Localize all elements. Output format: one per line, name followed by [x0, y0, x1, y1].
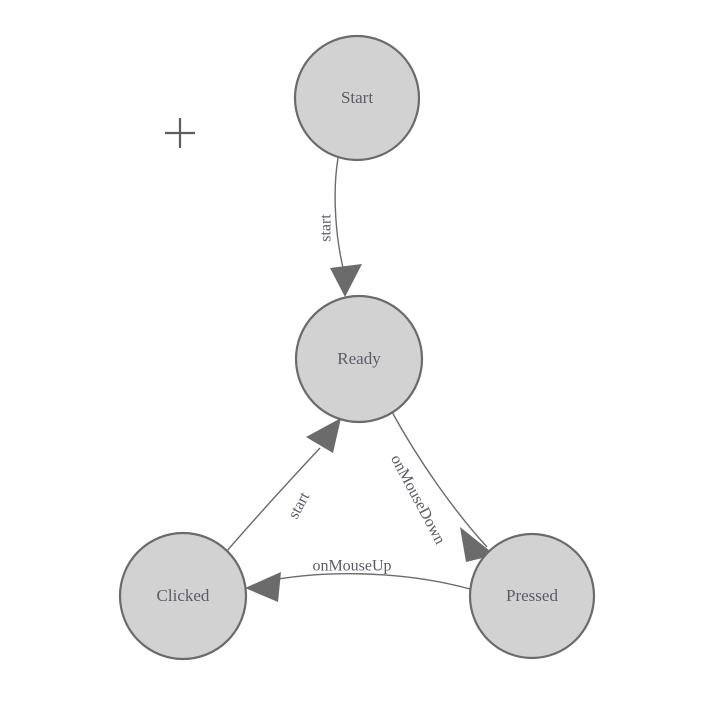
edge-label-clicked-to-ready: start	[285, 489, 313, 522]
node-pressed[interactable]: Pressed	[468, 532, 596, 660]
edge-ready-to-pressed[interactable]: onMouseDown	[387, 411, 495, 562]
arrowhead-into-clicked	[245, 572, 281, 602]
node-pressed-label: Pressed	[506, 586, 558, 605]
node-clicked-circle[interactable]	[118, 531, 248, 661]
arrowhead-into-ready-from-start	[330, 264, 362, 297]
edge-label-ready-to-pressed: onMouseDown	[387, 452, 448, 547]
edge-path-pressed-to-clicked	[261, 573, 471, 590]
edge-pressed-to-clicked[interactable]: onMouseUp	[245, 558, 471, 602]
node-ready[interactable]: Ready	[294, 294, 424, 424]
edge-label-start-to-ready: start	[318, 214, 335, 242]
edge-start-to-ready[interactable]: start	[318, 157, 362, 297]
edge-clicked-to-ready[interactable]: start	[225, 418, 341, 553]
node-start-label: Start	[341, 88, 373, 107]
edge-path-start-to-ready	[334, 157, 345, 273]
edge-path-ready-to-pressed	[391, 411, 488, 548]
node-ready-label: Ready	[337, 349, 381, 368]
plus-marker-icon[interactable]	[165, 118, 195, 148]
node-clicked-label: Clicked	[157, 586, 210, 605]
edge-label-pressed-to-clicked: onMouseUp	[312, 558, 391, 575]
edge-path-clicked-to-ready	[225, 447, 321, 553]
node-start-circle[interactable]	[293, 34, 421, 162]
node-start[interactable]: Start	[293, 34, 421, 162]
node-ready-circle[interactable]	[294, 294, 424, 424]
node-clicked[interactable]: Clicked	[118, 531, 248, 661]
node-pressed-circle[interactable]	[468, 532, 596, 660]
arrowhead-into-ready-from-clicked	[306, 418, 341, 453]
